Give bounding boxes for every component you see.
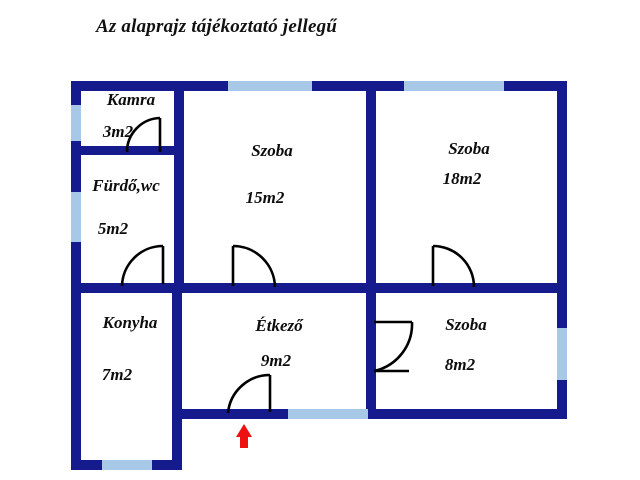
wall-interior-etkezo-szoba8 <box>366 288 376 419</box>
wall-interior-kamra-furdo <box>71 146 174 155</box>
window-konyha-bottom <box>102 460 152 470</box>
window-etkezo-bottom <box>288 409 368 419</box>
wall-exterior-right <box>557 81 567 419</box>
room-label-szoba15: Szoba <box>251 141 293 160</box>
room-area-furdo: 5m2 <box>97 219 129 238</box>
wall-exterior-bottom-right <box>368 409 567 419</box>
window-szoba15-top <box>228 81 312 91</box>
room-label-szoba18: Szoba <box>448 139 490 158</box>
window-furdo-left <box>71 192 81 242</box>
windows-group <box>71 81 567 470</box>
door-kamra <box>125 116 162 153</box>
room-area-szoba8: 8m2 <box>444 355 476 374</box>
door-szoba8 <box>373 320 414 373</box>
room-area-kamra: 3m2 <box>102 122 134 141</box>
wall-exterior-left <box>71 81 81 470</box>
doors-group <box>120 116 476 414</box>
wall-interior-mid-horizontal <box>71 283 567 293</box>
room-area-etkezo: 9m2 <box>260 351 292 370</box>
door-szoba15 <box>231 244 277 288</box>
room-label-konyha: Konyha <box>102 313 158 332</box>
wall-interior-konyha-right <box>172 288 182 470</box>
room-label-kamra: Kamra <box>106 90 156 109</box>
wall-interior-left-block-right <box>174 81 184 288</box>
page-title: Az alaprajz tájékoztató jellegű <box>96 16 338 37</box>
entry-arrow <box>236 424 252 448</box>
door-etkezo-entry <box>226 373 272 414</box>
window-szoba18-top <box>404 81 504 91</box>
room-label-szoba8: Szoba <box>445 315 487 334</box>
wall-interior-szoba15-szoba18 <box>366 81 376 288</box>
door-szoba18 <box>431 244 476 288</box>
room-area-szoba18: 18m2 <box>442 169 482 188</box>
room-area-konyha: 7m2 <box>101 365 133 384</box>
room-area-szoba15: 15m2 <box>245 188 285 207</box>
window-szoba8-right <box>557 328 567 380</box>
walls-group <box>71 81 567 470</box>
door-furdo <box>120 244 165 287</box>
window-kamra-left <box>71 105 81 141</box>
room-label-furdo: Fürdő,wc <box>92 176 160 195</box>
wall-exterior-bottom-middle <box>175 409 368 419</box>
room-label-etkezo: Étkező <box>255 316 303 335</box>
wall-exterior-top <box>71 81 567 91</box>
